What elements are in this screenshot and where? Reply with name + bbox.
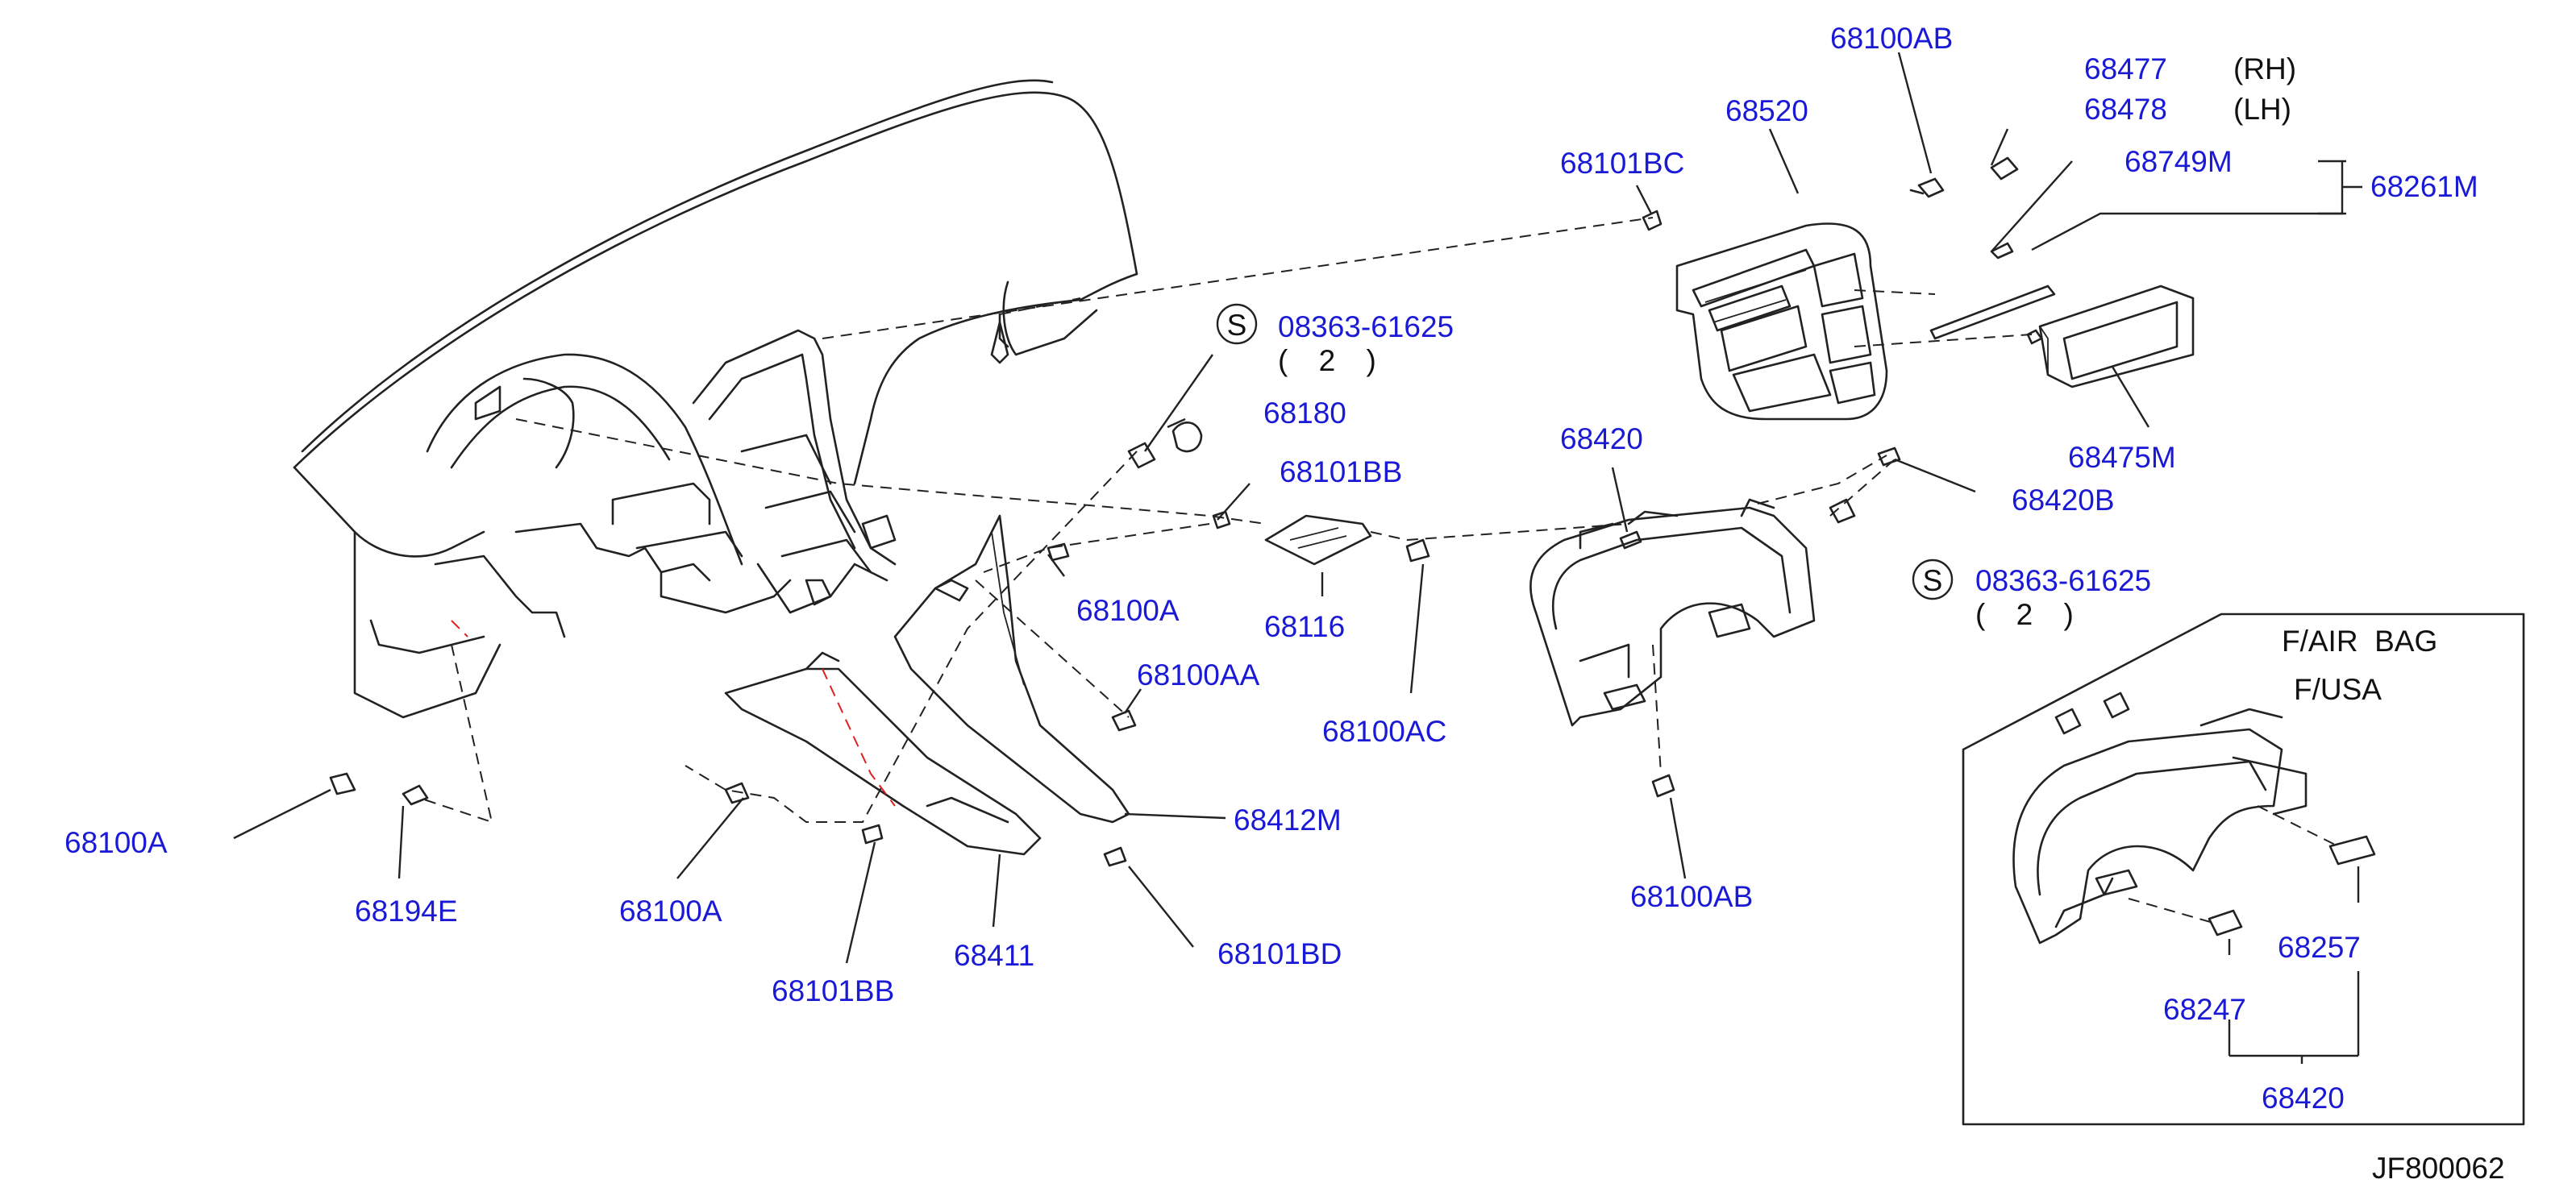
part-label-68100AC: 68100AC xyxy=(1322,715,1446,748)
part-label-68101BD: 68101BD xyxy=(1217,937,1342,970)
instrument-panel-drawing xyxy=(293,79,1138,719)
diagram-code: JF800062 xyxy=(2372,1152,2505,1185)
part-side-lh: (LH) xyxy=(2233,93,2291,126)
part-label-68100A-left: 68100A xyxy=(65,826,168,859)
finisher-strip-drawing xyxy=(1929,284,2056,340)
bracket-drawing xyxy=(1264,514,1372,566)
part-label-68100A: 68100A xyxy=(1076,594,1180,627)
part-label-68411: 68411 xyxy=(954,939,1034,972)
part-label-68261M: 68261M xyxy=(2370,170,2478,203)
part-label-68100AB-bottom: 68100AB xyxy=(1630,880,1753,913)
part-label-68100AB: 68100AB xyxy=(1830,22,1953,55)
part-label-68257: 68257 xyxy=(2278,931,2361,964)
pocket-drawing xyxy=(2038,284,2195,388)
inset-box xyxy=(1962,613,2525,1126)
leader-lines xyxy=(233,52,2362,964)
inset-title-airbag: F/AIR BAG xyxy=(2282,625,2437,658)
part-side-rh: (RH) xyxy=(2233,52,2296,85)
side-finisher-drawing xyxy=(893,514,1130,824)
inset-cluster-lid-drawing xyxy=(2012,691,2308,945)
part-label-68247: 68247 xyxy=(2163,993,2246,1026)
quantity-lower: ( 2 ) xyxy=(1975,598,2085,631)
part-label-68101BC: 68101BC xyxy=(1560,147,1684,180)
guide-lines xyxy=(418,217,2033,824)
part-label-68420: 68420 xyxy=(1560,422,1643,455)
part-label-68180: 68180 xyxy=(1263,397,1346,430)
center-bezel-drawing xyxy=(1675,222,1888,421)
part-label-68100A-lower: 68100A xyxy=(619,895,722,928)
cluster-lid-drawing xyxy=(1529,498,1816,727)
part-label-68100AA: 68100AA xyxy=(1137,658,1260,691)
part-label-08363-61625-upper: 08363-61625 xyxy=(1278,310,1454,343)
part-label-68477: 68477 xyxy=(2084,52,2167,85)
screw-symbol-icon: S xyxy=(1912,559,1954,600)
part-label-68194E: 68194E xyxy=(355,895,458,928)
part-label-68116: 68116 xyxy=(1264,610,1345,643)
part-label-68101BB-lower: 68101BB xyxy=(772,974,894,1007)
quantity-upper: ( 2 ) xyxy=(1278,344,1388,377)
part-label-68420-inset: 68420 xyxy=(2262,1082,2345,1115)
part-label-68749M: 68749M xyxy=(2124,145,2233,178)
svg-text:S: S xyxy=(1923,564,1943,597)
part-label-68520: 68520 xyxy=(1725,94,1808,127)
part-label-68475M: 68475M xyxy=(2068,441,2176,474)
svg-text:S: S xyxy=(1227,309,1247,342)
part-label-68478: 68478 xyxy=(2084,93,2167,126)
fasteners xyxy=(329,156,2043,867)
screw-symbol-icon: S xyxy=(1216,303,1258,345)
part-label-68101BB: 68101BB xyxy=(1280,455,1402,488)
inset-title-usa: F/USA xyxy=(2294,673,2382,706)
part-label-68420B: 68420B xyxy=(2012,484,2115,517)
lower-cover-drawing xyxy=(724,651,1042,856)
part-labels: 68100AB 68520 68101BC 68477 (RH) 68478 (… xyxy=(65,22,2505,1185)
part-label-08363-61625-lower: 08363-61625 xyxy=(1975,564,2151,597)
part-label-68412M: 68412M xyxy=(1234,804,1342,837)
